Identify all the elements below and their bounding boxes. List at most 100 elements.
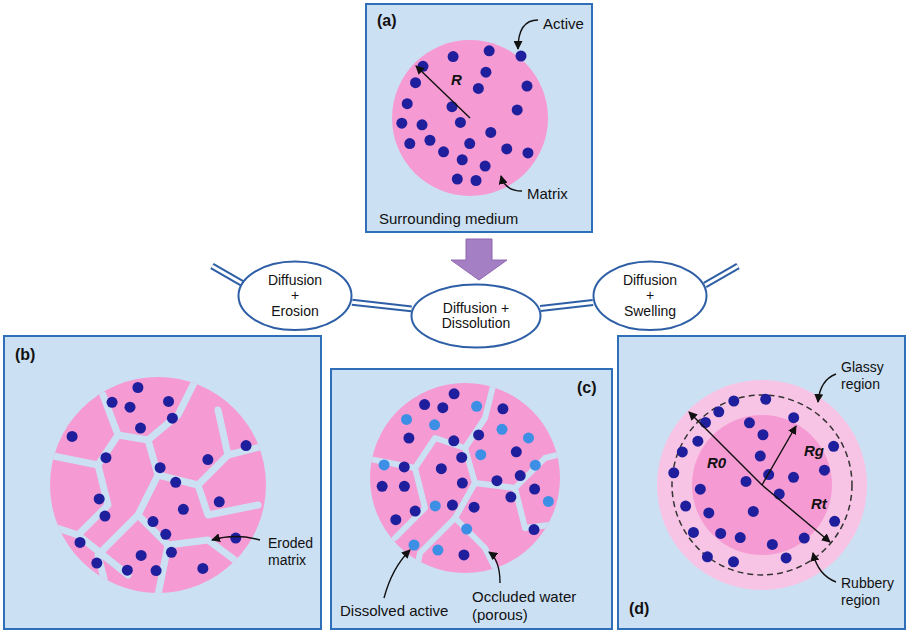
active-dot	[448, 435, 459, 446]
active-dots	[67, 45, 841, 576]
double-line-connector	[352, 302, 411, 309]
active-dot	[151, 565, 162, 576]
active-dot	[136, 550, 147, 561]
active-dot	[767, 539, 778, 550]
part-label: Rg	[804, 442, 824, 460]
active-dot	[202, 454, 213, 465]
active-dot	[521, 81, 532, 92]
active-dot	[429, 419, 440, 430]
active-dot	[471, 401, 482, 412]
panel-letter: (c)	[577, 378, 597, 397]
active-dot	[480, 161, 491, 172]
active-dot	[688, 527, 699, 538]
active-dot	[404, 138, 415, 149]
active-dot	[829, 516, 840, 527]
mechanism-ellipse: Diffusion + Dissolution	[410, 283, 542, 349]
part-label: R	[451, 71, 462, 89]
active-dot	[432, 545, 443, 556]
active-dot	[461, 524, 472, 535]
active-dot	[377, 481, 388, 492]
panel-ground	[617, 335, 906, 630]
active-dot	[512, 104, 523, 115]
part-label: Active	[543, 15, 584, 33]
panel-box: (c)Occluded water (porous)Dissolved acti…	[330, 368, 613, 630]
active-dot	[107, 397, 118, 408]
active-dot	[511, 446, 522, 457]
mechanism-ellipse: Diffusion + Swelling	[592, 260, 708, 332]
front-circle	[672, 395, 852, 575]
erosion-cracks	[48, 375, 268, 595]
active-dot	[702, 551, 713, 562]
active-dot	[799, 533, 810, 544]
swollen-layer	[657, 380, 867, 590]
active-dot	[774, 489, 785, 500]
active-dot	[424, 135, 435, 146]
active-dot	[744, 417, 755, 428]
active-dot	[728, 556, 739, 567]
active-dot	[456, 452, 467, 463]
active-dot	[530, 460, 541, 471]
panel-ground	[365, 3, 593, 233]
active-dot	[501, 143, 512, 154]
active-dot	[448, 51, 459, 62]
panel-letter: (d)	[629, 599, 649, 618]
active-dot	[396, 118, 407, 129]
active-dot	[170, 477, 181, 488]
active-dot	[497, 403, 508, 414]
panel-box: (b) Eroded matrix	[3, 335, 322, 630]
active-dot	[160, 529, 171, 540]
active-dot	[735, 532, 746, 543]
eroding-sphere	[50, 377, 266, 593]
active-dot	[728, 395, 739, 406]
active-dot	[399, 461, 410, 472]
part-label: Eroded matrix	[268, 535, 320, 569]
mechanism-label: Diffusion + Swelling	[623, 273, 677, 319]
active-dot	[473, 429, 484, 440]
active-dot	[241, 440, 252, 451]
active-dot	[692, 436, 703, 447]
active-dot	[430, 500, 441, 511]
active-dot	[529, 484, 540, 495]
active-dot	[437, 402, 448, 413]
active-dot	[695, 484, 706, 495]
active-dot	[99, 511, 110, 522]
double-line-connector	[540, 303, 593, 309]
panel-letter: (a)	[377, 11, 397, 30]
active-dot	[230, 533, 241, 544]
part-label: Surrounding medium	[379, 210, 518, 228]
panel-letter: (b)	[15, 345, 35, 364]
active-dot	[399, 481, 410, 492]
active-dot	[449, 388, 460, 399]
active-dot	[485, 127, 496, 138]
active-dot	[469, 502, 480, 513]
active-dot	[457, 478, 468, 489]
active-dot	[167, 413, 178, 424]
mechanism-label: Diffusion + Erosion	[268, 273, 322, 319]
active-dot	[436, 463, 447, 474]
panel-ground	[330, 368, 613, 630]
active-dot	[522, 147, 533, 158]
active-dot	[543, 496, 554, 507]
dissolving-sphere	[370, 383, 560, 573]
mechanism-label: Diffusion + Dissolution	[442, 301, 510, 332]
active-dot	[100, 452, 111, 463]
active-dot	[484, 45, 495, 56]
active-dot	[748, 506, 759, 517]
active-dot	[505, 492, 516, 503]
active-dot	[788, 412, 799, 423]
active-dot	[166, 547, 177, 558]
active-dot	[828, 441, 839, 452]
active-dot	[475, 449, 486, 460]
active-dot	[379, 459, 390, 470]
active-dot	[410, 77, 421, 88]
active-dot	[410, 506, 421, 517]
mechanism-ellipse: Diffusion + Erosion	[237, 260, 353, 332]
part-label: Occluded water (porous)	[472, 588, 600, 624]
active-dot	[417, 61, 428, 72]
active-dot	[125, 402, 136, 413]
active-dot	[458, 549, 469, 560]
active-dot	[713, 406, 724, 417]
active-dot	[760, 394, 771, 405]
active-dot	[452, 174, 463, 185]
active-dot	[447, 500, 458, 511]
